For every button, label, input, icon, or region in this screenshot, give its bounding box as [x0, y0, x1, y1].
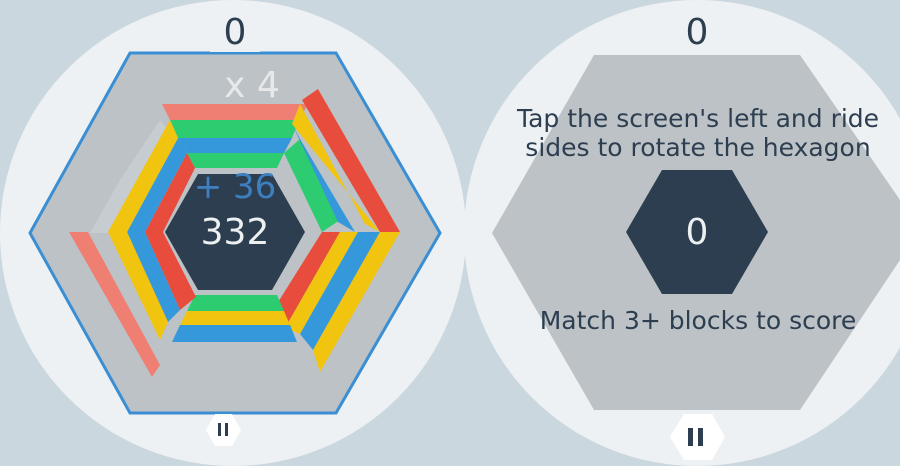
right-top-score: 0: [686, 12, 709, 53]
left-pause-button[interactable]: [206, 414, 241, 446]
left-multiplier: x 4: [224, 65, 280, 106]
right-instruction-line2: sides to rotate the hexagon: [525, 133, 870, 162]
left-block-ul-yellow[interactable]: [108, 120, 178, 232]
left-block-lr-yellow-2[interactable]: [313, 232, 400, 372]
right-hint: Match 3+ blocks to score: [540, 306, 857, 335]
left-block-ll-blue[interactable]: [127, 232, 180, 322]
left-block-lr-yellow[interactable]: [285, 232, 358, 334]
right-game-panel[interactable]: 0 Tap the screen's left and ride sides t…: [464, 0, 900, 466]
left-block-lr-red[interactable]: [270, 232, 340, 328]
pause-icon: [688, 428, 703, 446]
left-block-bottom-blue[interactable]: [172, 325, 297, 342]
left-block-lr-blue[interactable]: [300, 232, 380, 350]
left-block-ur-red[interactable]: [302, 89, 400, 232]
left-center-score: 332: [201, 212, 270, 253]
left-block-ll-red[interactable]: [145, 232, 196, 310]
left-block-top-salmon[interactable]: [162, 104, 308, 120]
left-block-top-green[interactable]: [170, 120, 299, 138]
left-block-ul-red[interactable]: [145, 153, 195, 232]
left-score-background: [210, 8, 260, 52]
left-block-bottom-green[interactable]: [187, 295, 284, 311]
left-block-ur-green[interactable]: [284, 139, 340, 232]
left-block-ur-yellow[interactable]: [292, 104, 380, 232]
pause-icon: [218, 423, 228, 436]
right-pause-button[interactable]: [670, 414, 725, 460]
left-block-top-blue[interactable]: [178, 138, 292, 153]
left-block-ul-blue[interactable]: [127, 138, 187, 232]
left-pause-hexagon[interactable]: [206, 414, 241, 446]
left-points-gained: + 36: [194, 167, 277, 207]
left-block-bottom-yellow[interactable]: [180, 311, 290, 325]
left-block-ll-falling-salmon[interactable]: [69, 232, 160, 377]
left-game-panel[interactable]: 0 x 4 + 36 332: [0, 0, 466, 466]
left-center-hexagon: [165, 174, 305, 290]
right-instruction-line1: Tap the screen's left and ride: [516, 104, 879, 133]
right-center-hexagon: [626, 170, 768, 294]
left-top-score: 0: [224, 12, 247, 53]
left-block-ll-yellow[interactable]: [108, 232, 168, 340]
right-center-score: 0: [686, 212, 709, 253]
right-pause-hexagon[interactable]: [670, 414, 725, 460]
left-block-top-green-2[interactable]: [187, 153, 284, 168]
